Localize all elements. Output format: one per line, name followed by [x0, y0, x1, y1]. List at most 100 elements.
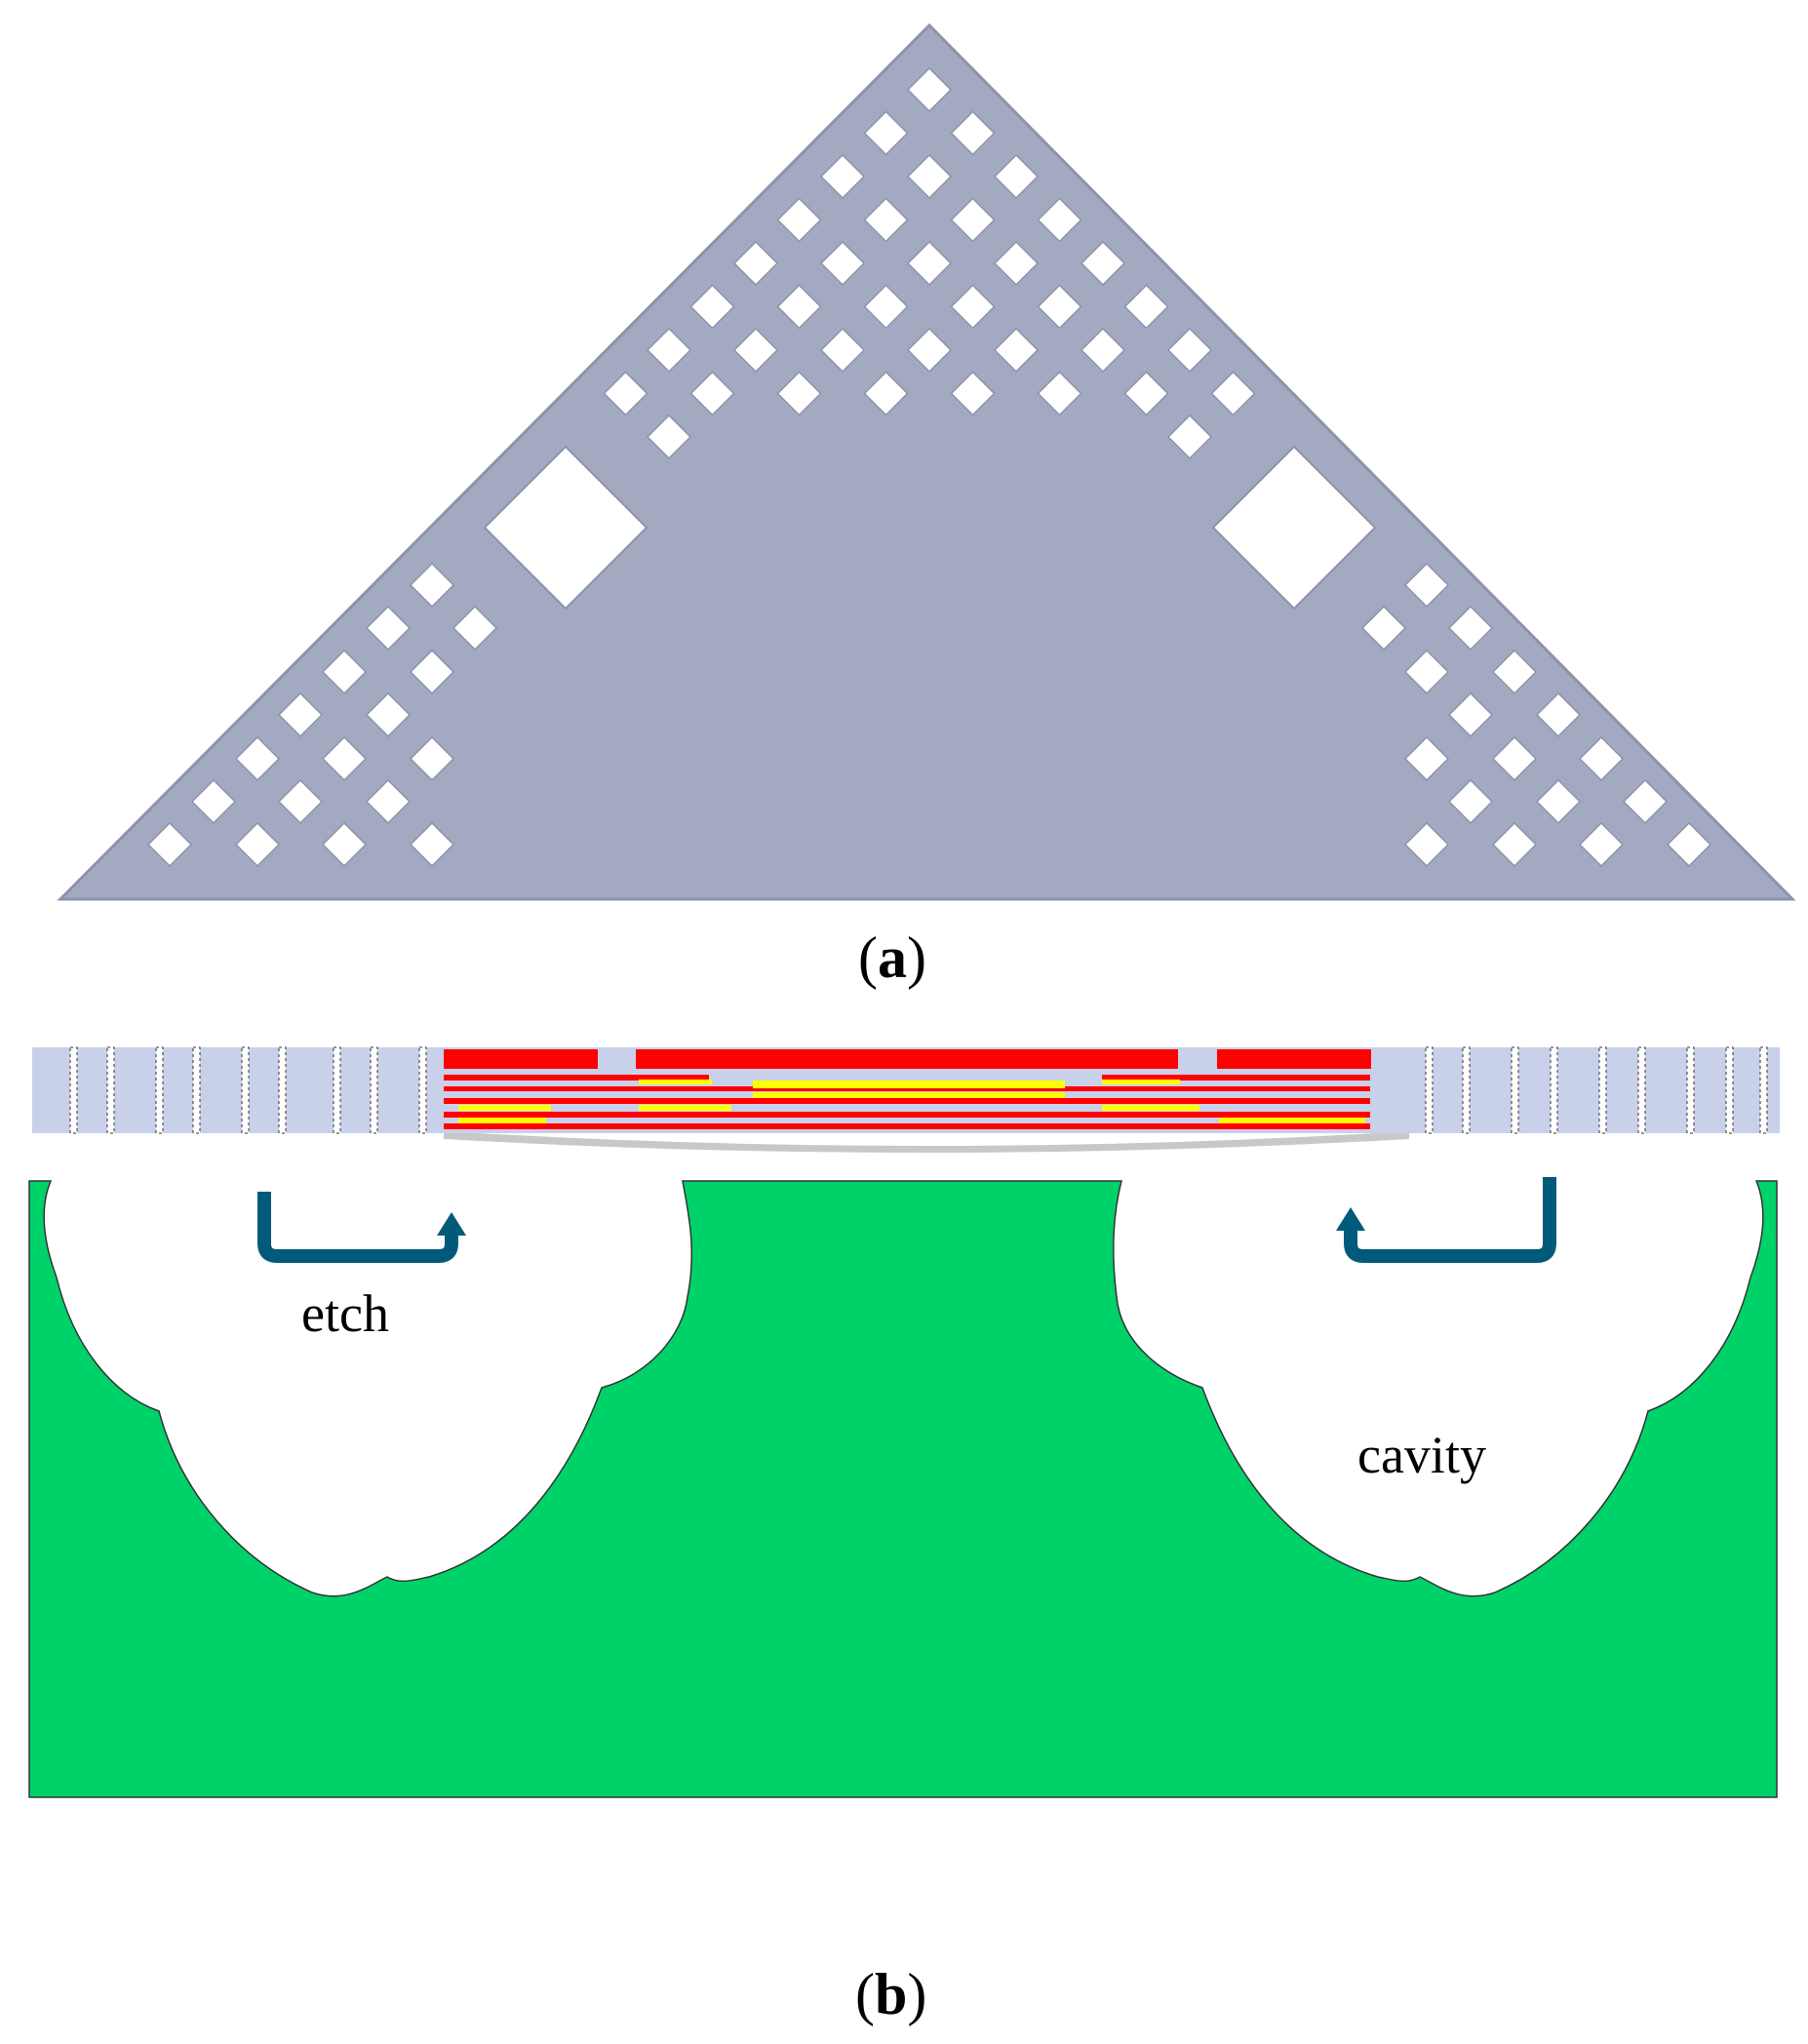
perforation-hole [689, 371, 735, 416]
etch-slot [1725, 1046, 1734, 1134]
perforation-hole [1622, 778, 1669, 825]
yellow-layer-1 [639, 1080, 712, 1084]
etch-slot [278, 1046, 287, 1134]
substrate [28, 1180, 1778, 1798]
perforation-hole [1123, 284, 1169, 330]
etch-slot [333, 1046, 341, 1134]
perforation-hole [863, 371, 909, 416]
cavity-label: cavity [1357, 1426, 1486, 1484]
etch-slot [370, 1046, 378, 1134]
yellow-layer-4 [458, 1105, 551, 1111]
perforation-hole [1491, 821, 1538, 868]
perforation-hole [234, 821, 281, 868]
perforation-hole [646, 413, 692, 460]
perforation-hole [1080, 240, 1126, 287]
caption-b-close: ) [907, 1962, 927, 2026]
perforation-hole [732, 240, 779, 287]
panel-a [57, 22, 1796, 901]
perforation-hole [321, 649, 368, 695]
perforation-hole [321, 735, 368, 782]
perforation-hole [452, 605, 498, 651]
perforation-hole [950, 371, 996, 416]
perforation-hole [776, 371, 822, 416]
caption-b: (b) [855, 1965, 926, 2024]
yellow-layer-5 [753, 1092, 1065, 1098]
perforation-holes [146, 66, 1712, 868]
perforation-hole [906, 153, 953, 200]
perforation-hole [365, 778, 412, 825]
perforation-hole [1037, 284, 1082, 330]
triangular-plate [57, 22, 1796, 901]
perforation-hole [863, 284, 909, 330]
perforation-hole [1447, 778, 1494, 825]
perforation-hole [906, 66, 953, 113]
membrane [32, 1046, 1780, 1153]
yellow-layer-2 [753, 1081, 1065, 1088]
perforation-hole [1447, 605, 1494, 651]
perforation-hole [365, 691, 412, 738]
perforation-hole [1403, 562, 1450, 609]
caption-a-open: ( [858, 925, 878, 990]
perforation-hole [409, 821, 455, 868]
perforation-hole [1403, 649, 1450, 695]
perforation-hole [689, 284, 735, 330]
etch-slot [1637, 1046, 1646, 1134]
etch-slot [106, 1046, 115, 1134]
etch-slot [69, 1046, 78, 1134]
caption-a: (a) [858, 928, 926, 987]
perforation-hole [993, 240, 1040, 287]
etch-arrow-right [1336, 1177, 1556, 1263]
perforation-hole [646, 327, 692, 373]
metal-line-2 [444, 1075, 709, 1081]
etch-arrow-left [257, 1192, 466, 1263]
etch-slot [192, 1046, 201, 1134]
perforation-hole [190, 778, 237, 825]
caption-b-letter: b [874, 1962, 908, 2026]
caption-a-close: ) [906, 925, 926, 990]
perforation-hole [409, 649, 455, 695]
caption-b-open: ( [855, 1962, 875, 2026]
perforation-hole [409, 562, 455, 609]
etch-slot [1462, 1046, 1471, 1134]
perforation-hole [1166, 327, 1213, 373]
metal-line-5 [444, 1098, 1370, 1104]
yellow-layer-8 [1219, 1118, 1365, 1123]
perforation-hole [993, 153, 1040, 200]
metal-line-4 [444, 1086, 1370, 1091]
perforation-hole [863, 197, 909, 243]
perforation-hole [1360, 605, 1407, 651]
panel-b: etch cavity [28, 1046, 1780, 1798]
perforation-hole [1037, 197, 1082, 243]
etch-slot [1686, 1046, 1695, 1134]
perforation-hole [409, 735, 455, 782]
etch-slot [155, 1046, 164, 1134]
etch-slots-left [69, 1046, 427, 1134]
membrane-left-segment [32, 1047, 447, 1133]
perforation-hole [277, 778, 324, 825]
perforation-hole [732, 327, 779, 373]
etch-slot [1598, 1046, 1607, 1134]
perforation-hole [1447, 691, 1494, 738]
metal-top-2 [636, 1049, 1178, 1069]
yellow-layer-3 [1102, 1080, 1180, 1084]
caption-a-letter: a [877, 925, 907, 990]
perforation-hole [1491, 649, 1538, 695]
perforation-hole [906, 240, 953, 287]
membrane-shadow [444, 1131, 1409, 1153]
perforation-hole [819, 240, 866, 287]
perforation-hole [776, 284, 822, 330]
metal-stack [444, 1049, 1371, 1129]
membrane-right-segment [1380, 1047, 1780, 1133]
metal-top-3 [1217, 1049, 1371, 1069]
perforation-hole [365, 605, 412, 651]
perforation-hole [1535, 691, 1582, 738]
perforation-hole [1403, 821, 1450, 868]
etch-label: etch [301, 1284, 389, 1343]
perforation-hole [819, 327, 866, 373]
metal-line-3 [1102, 1075, 1370, 1081]
perforation-hole [950, 197, 996, 243]
perforation-hole [1535, 778, 1582, 825]
perforation-hole [1403, 735, 1450, 782]
perforation-hole [1578, 735, 1625, 782]
perforation-hole [1210, 371, 1256, 416]
